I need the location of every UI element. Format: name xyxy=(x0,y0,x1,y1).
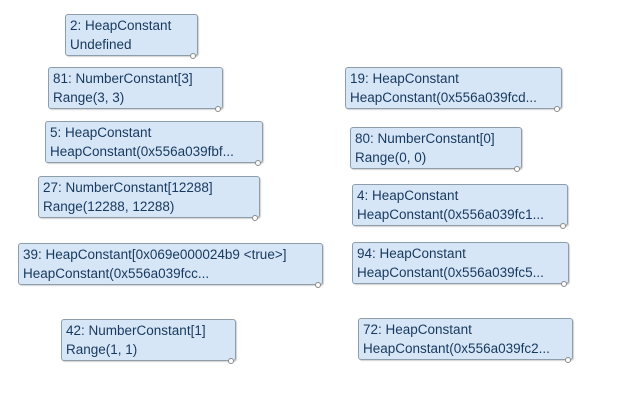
output-port-icon[interactable] xyxy=(565,357,571,363)
node-detail: HeapConstant(0x556a039fc2... xyxy=(363,341,550,356)
graph-node-39[interactable]: 39: HeapConstant[0x069e000024b9 <true>] … xyxy=(18,243,323,288)
node-label: 19: HeapConstant xyxy=(350,71,459,86)
output-port-icon[interactable] xyxy=(315,282,321,288)
output-port-icon[interactable] xyxy=(228,358,234,364)
graph-node-80[interactable]: 80: NumberConstant[0] Range(0, 0) xyxy=(350,127,522,172)
output-port-icon[interactable] xyxy=(554,106,560,112)
output-port-icon[interactable] xyxy=(561,281,567,287)
node-label: 80: NumberConstant[0] xyxy=(355,131,495,146)
output-port-icon[interactable] xyxy=(252,215,258,221)
node-detail: HeapConstant(0x556a039fbf... xyxy=(50,144,234,159)
node-label: 81: NumberConstant[3] xyxy=(53,71,193,86)
graph-node-27[interactable]: 27: NumberConstant[12288] Range(12288, 1… xyxy=(38,176,260,221)
node-detail: HeapConstant(0x556a039fc1... xyxy=(357,207,544,222)
node-label: 39: HeapConstant[0x069e000024b9 <true>] xyxy=(23,247,287,262)
node-label: 2: HeapConstant xyxy=(70,18,172,33)
graph-node-2[interactable]: 2: HeapConstant Undefined xyxy=(65,14,198,59)
output-port-icon[interactable] xyxy=(514,166,520,172)
graph-node-81[interactable]: 81: NumberConstant[3] Range(3, 3) xyxy=(48,67,223,112)
node-detail: Range(1, 1) xyxy=(66,342,138,357)
node-detail: Range(3, 3) xyxy=(53,90,125,105)
output-port-icon[interactable] xyxy=(190,53,196,59)
node-detail: HeapConstant(0x556a039fc5... xyxy=(357,265,544,280)
graph-node-5[interactable]: 5: HeapConstant HeapConstant(0x556a039fb… xyxy=(45,121,263,166)
node-detail: Range(0, 0) xyxy=(355,150,427,165)
graph-node-94[interactable]: 94: HeapConstant HeapConstant(0x556a039f… xyxy=(352,242,569,287)
output-port-icon[interactable] xyxy=(215,106,221,112)
node-label: 5: HeapConstant xyxy=(50,125,152,140)
graph-node-19[interactable]: 19: HeapConstant HeapConstant(0x556a039f… xyxy=(345,67,562,112)
graph-node-72[interactable]: 72: HeapConstant HeapConstant(0x556a039f… xyxy=(358,318,573,363)
node-label: 94: HeapConstant xyxy=(357,246,466,261)
output-port-icon[interactable] xyxy=(255,160,261,166)
output-port-icon[interactable] xyxy=(560,223,566,229)
node-label: 27: NumberConstant[12288] xyxy=(43,180,213,195)
node-detail: HeapConstant(0x556a039fcd... xyxy=(350,90,537,105)
graph-node-42[interactable]: 42: NumberConstant[1] Range(1, 1) xyxy=(61,319,236,364)
node-label: 42: NumberConstant[1] xyxy=(66,323,206,338)
node-detail: HeapConstant(0x556a039fcc... xyxy=(23,266,210,281)
node-label: 72: HeapConstant xyxy=(363,322,472,337)
graph-node-4[interactable]: 4: HeapConstant HeapConstant(0x556a039fc… xyxy=(352,184,568,229)
node-label: 4: HeapConstant xyxy=(357,188,459,203)
node-detail: Range(12288, 12288) xyxy=(43,199,175,214)
node-detail: Undefined xyxy=(70,37,132,52)
